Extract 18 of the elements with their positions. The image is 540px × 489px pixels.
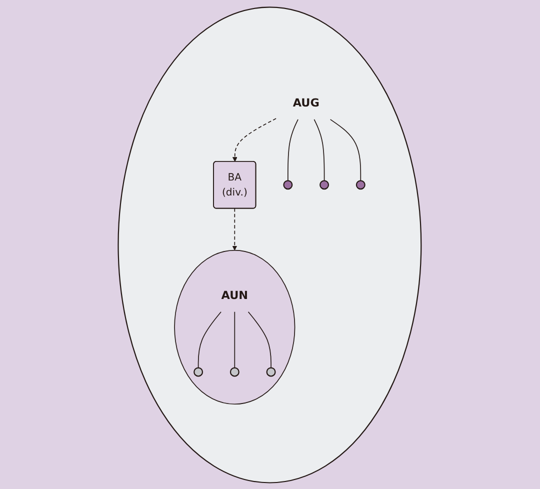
cluster bbox=[174, 249, 296, 404]
node-circle bbox=[356, 180, 366, 190]
node-circle bbox=[266, 366, 276, 376]
cluster bbox=[118, 6, 422, 483]
node-text: AUG bbox=[293, 95, 320, 109]
arrow bbox=[232, 207, 238, 250]
connector bbox=[288, 118, 299, 181]
node-circle bbox=[194, 366, 204, 376]
node-circle bbox=[284, 180, 293, 190]
node-circle bbox=[320, 180, 330, 190]
node-circle bbox=[230, 366, 240, 376]
connector bbox=[330, 118, 362, 181]
connector bbox=[314, 118, 326, 181]
arrow bbox=[232, 118, 277, 162]
node-text: AUN bbox=[222, 288, 248, 302]
connector bbox=[234, 310, 236, 368]
connector bbox=[198, 310, 222, 368]
connector bbox=[248, 310, 272, 368]
